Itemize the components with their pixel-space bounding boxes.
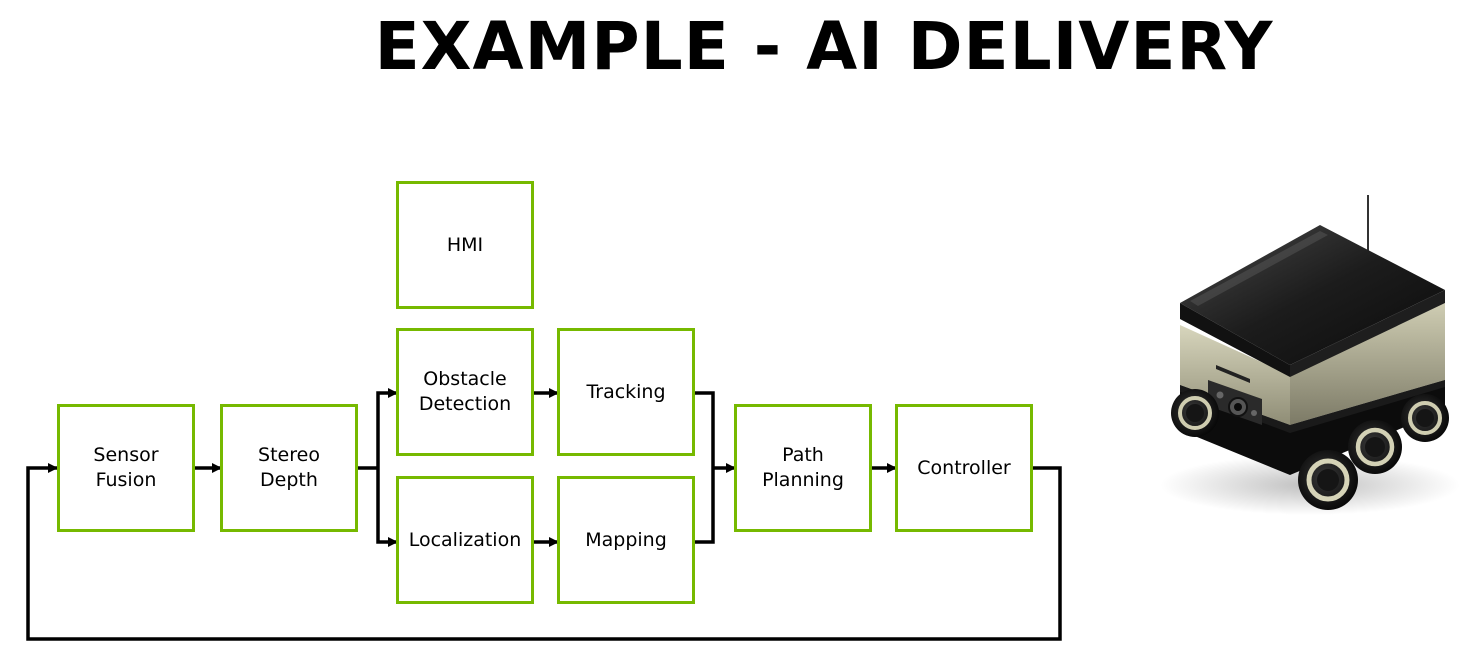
node-tracking: Tracking [557,328,695,456]
node-mapping: Mapping [557,476,695,604]
node-path-planning: Path Planning [734,404,872,532]
edge-controller-feedback-loop [26,463,1062,641]
node-label: Stereo Depth [258,444,320,491]
node-label: Path Planning [762,444,844,491]
node-localization: Localization [396,476,534,604]
node-label: Tracking [586,380,666,403]
node-stereo-depth: Stereo Depth [220,404,358,532]
node-label: Localization [408,528,522,551]
node-label: Obstacle Detection [418,368,512,415]
node-controller: Controller [895,404,1033,532]
edge-branch-to-obstacle-detection [376,388,398,468]
node-label: HMI [446,233,484,256]
node-label: Mapping [585,528,667,551]
node-hmi: HMI [396,181,534,309]
edge-branch-to-localization [376,468,398,547]
edge-tracking-to-merge [694,391,715,544]
node-sensor-fusion: Sensor Fusion [57,404,195,532]
page-title: EXAMPLE - AI DELIVERY [374,8,1274,85]
node-obstacle-detection: Obstacle Detection [396,328,534,456]
node-label: Controller [917,456,1011,479]
delivery-robot-icon [1160,195,1460,515]
node-label: Sensor Fusion [93,444,159,491]
